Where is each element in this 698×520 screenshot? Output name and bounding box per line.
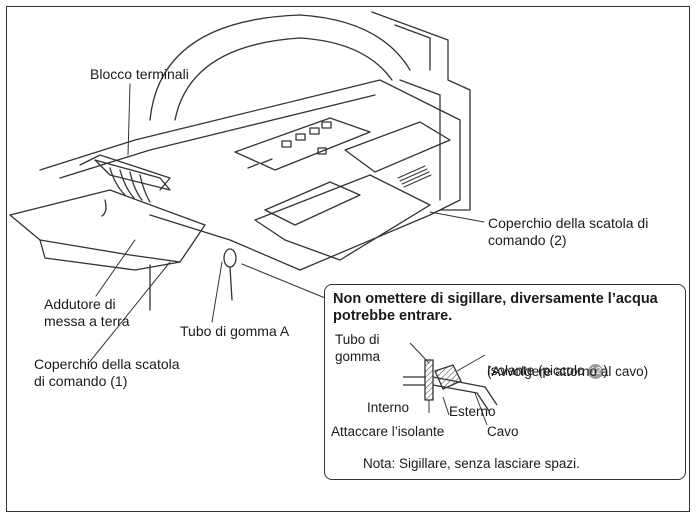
label-outside: Esterno [449,404,496,419]
label-attach-insulation: Attaccare l’isolante [331,424,445,439]
label-inside: Interno [367,400,410,415]
rubber-tube-a [223,248,237,301]
control-panel [234,117,371,171]
insulation-close: ) [603,363,608,378]
compartment-lower [264,181,361,226]
label-cable: Cavo [487,424,519,439]
control-box-cover-1 [9,189,206,263]
fan-outline [149,14,411,121]
seal-callout: Non omettere di sigillare, diversamente … [324,284,686,480]
part-number-badge: 12 [588,364,604,379]
insulation-block [434,364,462,390]
rubber-tube-wall [424,359,434,401]
label-rubber-tube-a: Tubo di gomma A [180,323,290,339]
cable [403,376,498,412]
callout-title: Non omettere di sigillare, diversamente … [333,291,658,324]
terminal-block [79,154,171,203]
compartment-upper [344,121,451,173]
seal-note: Nota: Sigillare, senza lasciare spazi. [363,456,580,471]
panel-button [281,140,292,148]
label-rubber-tube: Tubo di gomma [335,332,381,364]
label-wrap-note: (Avvolgere attorno al cavo) [487,364,649,379]
label-control-box-cover-1: Coperchio della scatola di comando (1) [34,356,180,389]
label-ground-lead: Addutore di messa a terra [44,296,130,329]
right-tower [371,11,471,211]
insulation-text: Isolante (piccolo [487,363,589,378]
label-control-box-cover-2: Coperchio della scatola di comando (2) [488,215,649,248]
figure-frame [6,6,690,512]
seal-detail-drawing [403,342,498,426]
control-box-cover-2 [254,174,431,261]
base-plate [39,79,461,271]
leader-lines [87,83,485,365]
label-terminal-block: Blocco terminali [90,66,189,82]
label-insulation: Isolante (piccolo 12) [487,345,608,379]
fan-inner-outline [174,37,393,121]
vent-grille [397,165,432,188]
